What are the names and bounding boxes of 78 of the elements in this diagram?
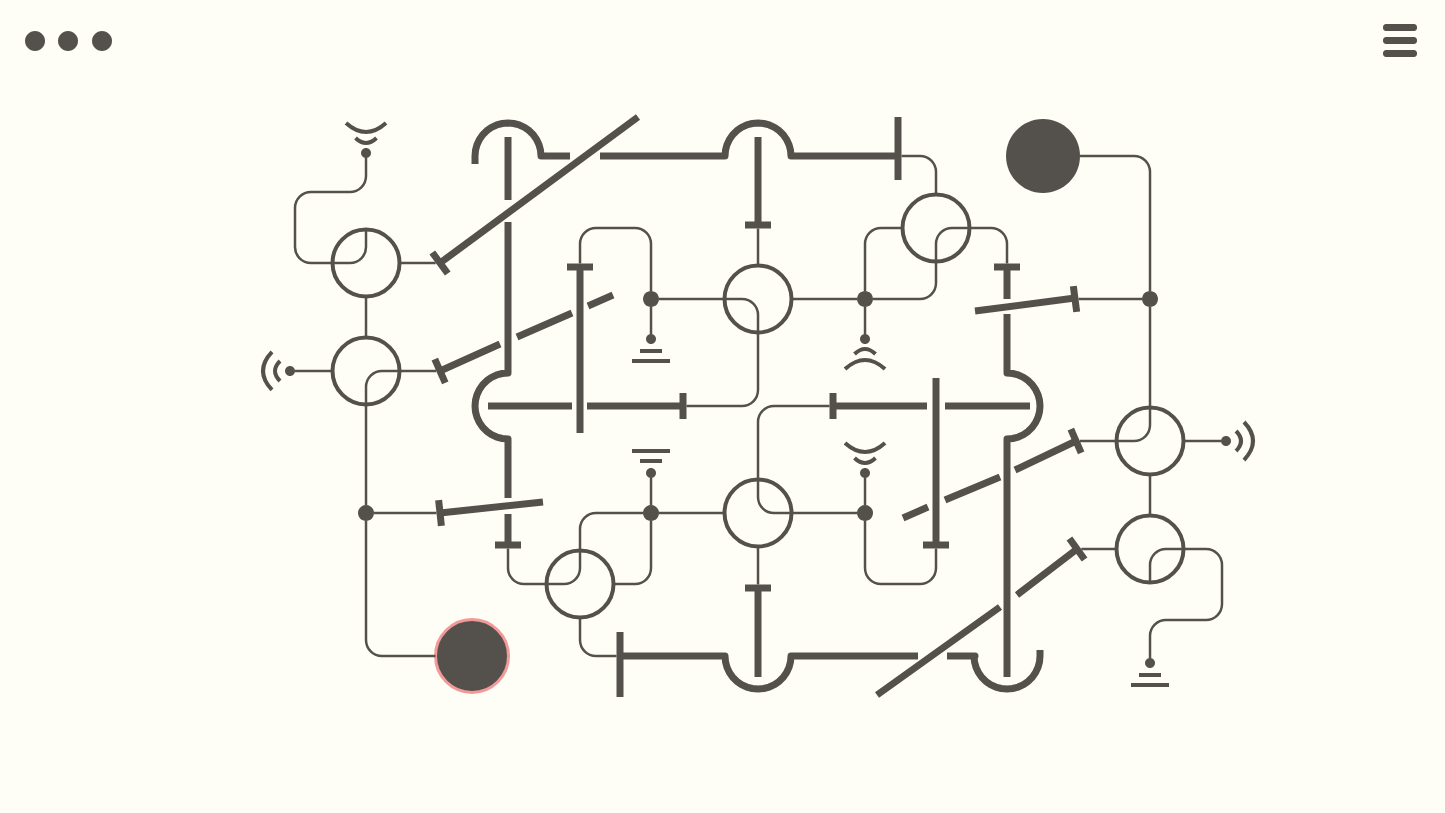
bar-cap [745,584,771,592]
wire [756,228,760,266]
wire [578,511,643,551]
bar-cap [567,263,593,271]
wire [1078,297,1142,301]
wire [1148,307,1152,408]
bar-cap [829,393,837,419]
junction-dot [358,505,374,521]
wire [686,332,760,408]
ring [1114,405,1186,477]
bar-cap [679,393,687,419]
wire [506,548,547,586]
antenna-symbol [261,350,295,392]
wire [1079,439,1117,443]
wire [756,546,760,585]
antenna-symbol [843,441,887,478]
wire [659,297,725,301]
wire [1080,154,1152,291]
wire [295,369,333,373]
ring [544,548,616,620]
wire [1148,547,1224,658]
ring [900,192,972,264]
wire [863,307,867,334]
bar-cap [429,250,451,276]
wire [863,226,903,291]
bar-cap [923,541,949,549]
bar-cap [745,221,771,229]
wire [791,297,857,301]
wire [873,261,938,301]
bar-cap [1066,536,1088,562]
ring [330,335,402,407]
wire [364,404,368,505]
antenna-symbol [843,334,887,371]
bar-cap [994,263,1020,271]
ground-symbol [632,449,670,478]
wire [649,478,653,505]
wire [578,226,653,291]
wire [659,511,725,515]
ground-symbol [632,334,670,363]
wire [863,521,938,586]
ring [722,263,794,335]
wire [756,404,830,480]
junction-dot [857,505,873,521]
ring [722,477,794,549]
wire [649,307,653,334]
junction-dot [643,505,659,521]
ring [1114,513,1186,585]
ground-symbol [1131,658,1169,687]
bar-cap [495,541,521,549]
wire [613,521,653,586]
ring [330,227,402,299]
wire [399,261,436,265]
junction-dot [857,291,873,307]
wire [293,158,368,265]
wire [364,521,436,658]
antenna-symbol [344,121,388,158]
bar-cap [1067,427,1085,455]
wire [399,369,437,373]
disc [1006,119,1080,193]
wire [863,478,867,505]
wire [1183,439,1221,443]
disc [434,618,510,694]
bar-cap [616,632,624,697]
wire [1081,547,1117,551]
wire [901,154,938,195]
bar-cap [1069,285,1081,313]
antenna-symbol [1221,420,1255,462]
bar-cap [435,499,445,527]
wire [1148,474,1152,516]
bar-cap [894,117,902,180]
wire [578,617,617,658]
wire [969,226,1009,264]
junction-dot [643,291,659,307]
bar-cap [431,357,449,385]
wire [374,511,437,515]
wire [364,296,368,338]
junction-dot [1142,291,1158,307]
wire [791,511,857,515]
